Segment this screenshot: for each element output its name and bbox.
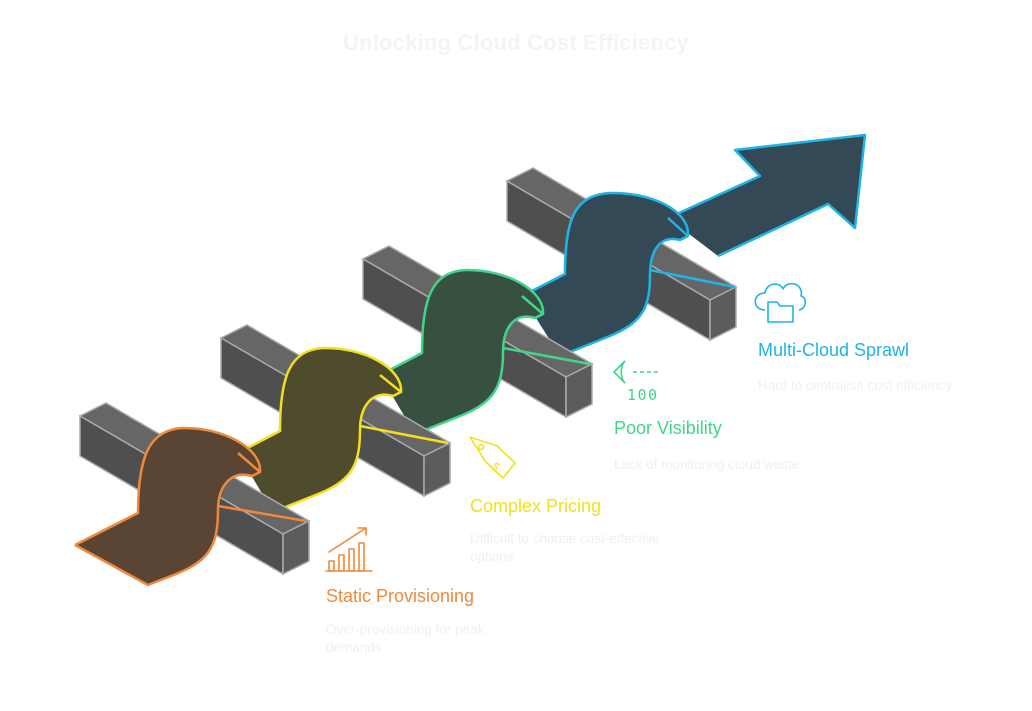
- stage-desc-poor-visibility: Lack of monitoring cloud waste: [614, 457, 800, 472]
- stage-label-static-provisioning: Static Provisioning: [326, 586, 475, 606]
- eye-metric-value: 100: [627, 386, 659, 404]
- stage-desc-multi-cloud-sprawl: Hard to centralise cost efficiency: [758, 378, 953, 393]
- ribbon-segment-multi-cloud: [521, 191, 736, 358]
- diagram-title: Unlocking Cloud Cost Efficiency: [342, 30, 689, 55]
- stage-label-multi-cloud-sprawl: Multi-Cloud Sprawl: [758, 340, 910, 360]
- eye-metric-icon: [613, 360, 659, 384]
- price-tag-icon: $: [469, 436, 516, 479]
- ribbon-segment-complex-pricing: [237, 346, 449, 514]
- bar-chart-trend-icon: [325, 527, 373, 572]
- svg-text:$: $: [489, 459, 504, 475]
- stage-label-complex-pricing: Complex Pricing: [470, 496, 602, 516]
- stage-label-poor-visibility: Poor Visibility: [614, 418, 722, 438]
- ribbon-segment-poor-visibility: [379, 268, 591, 436]
- cloud-folder-icon: [754, 282, 807, 323]
- arrow-head: [667, 133, 867, 258]
- ribbon-segment-static-provisioning: [74, 426, 307, 587]
- stage-desc-complex-pricing: Difficult to choose cost-effective optio…: [470, 531, 660, 564]
- stage-desc-static-provisioning: Over-provisioning for peak demands: [326, 622, 485, 655]
